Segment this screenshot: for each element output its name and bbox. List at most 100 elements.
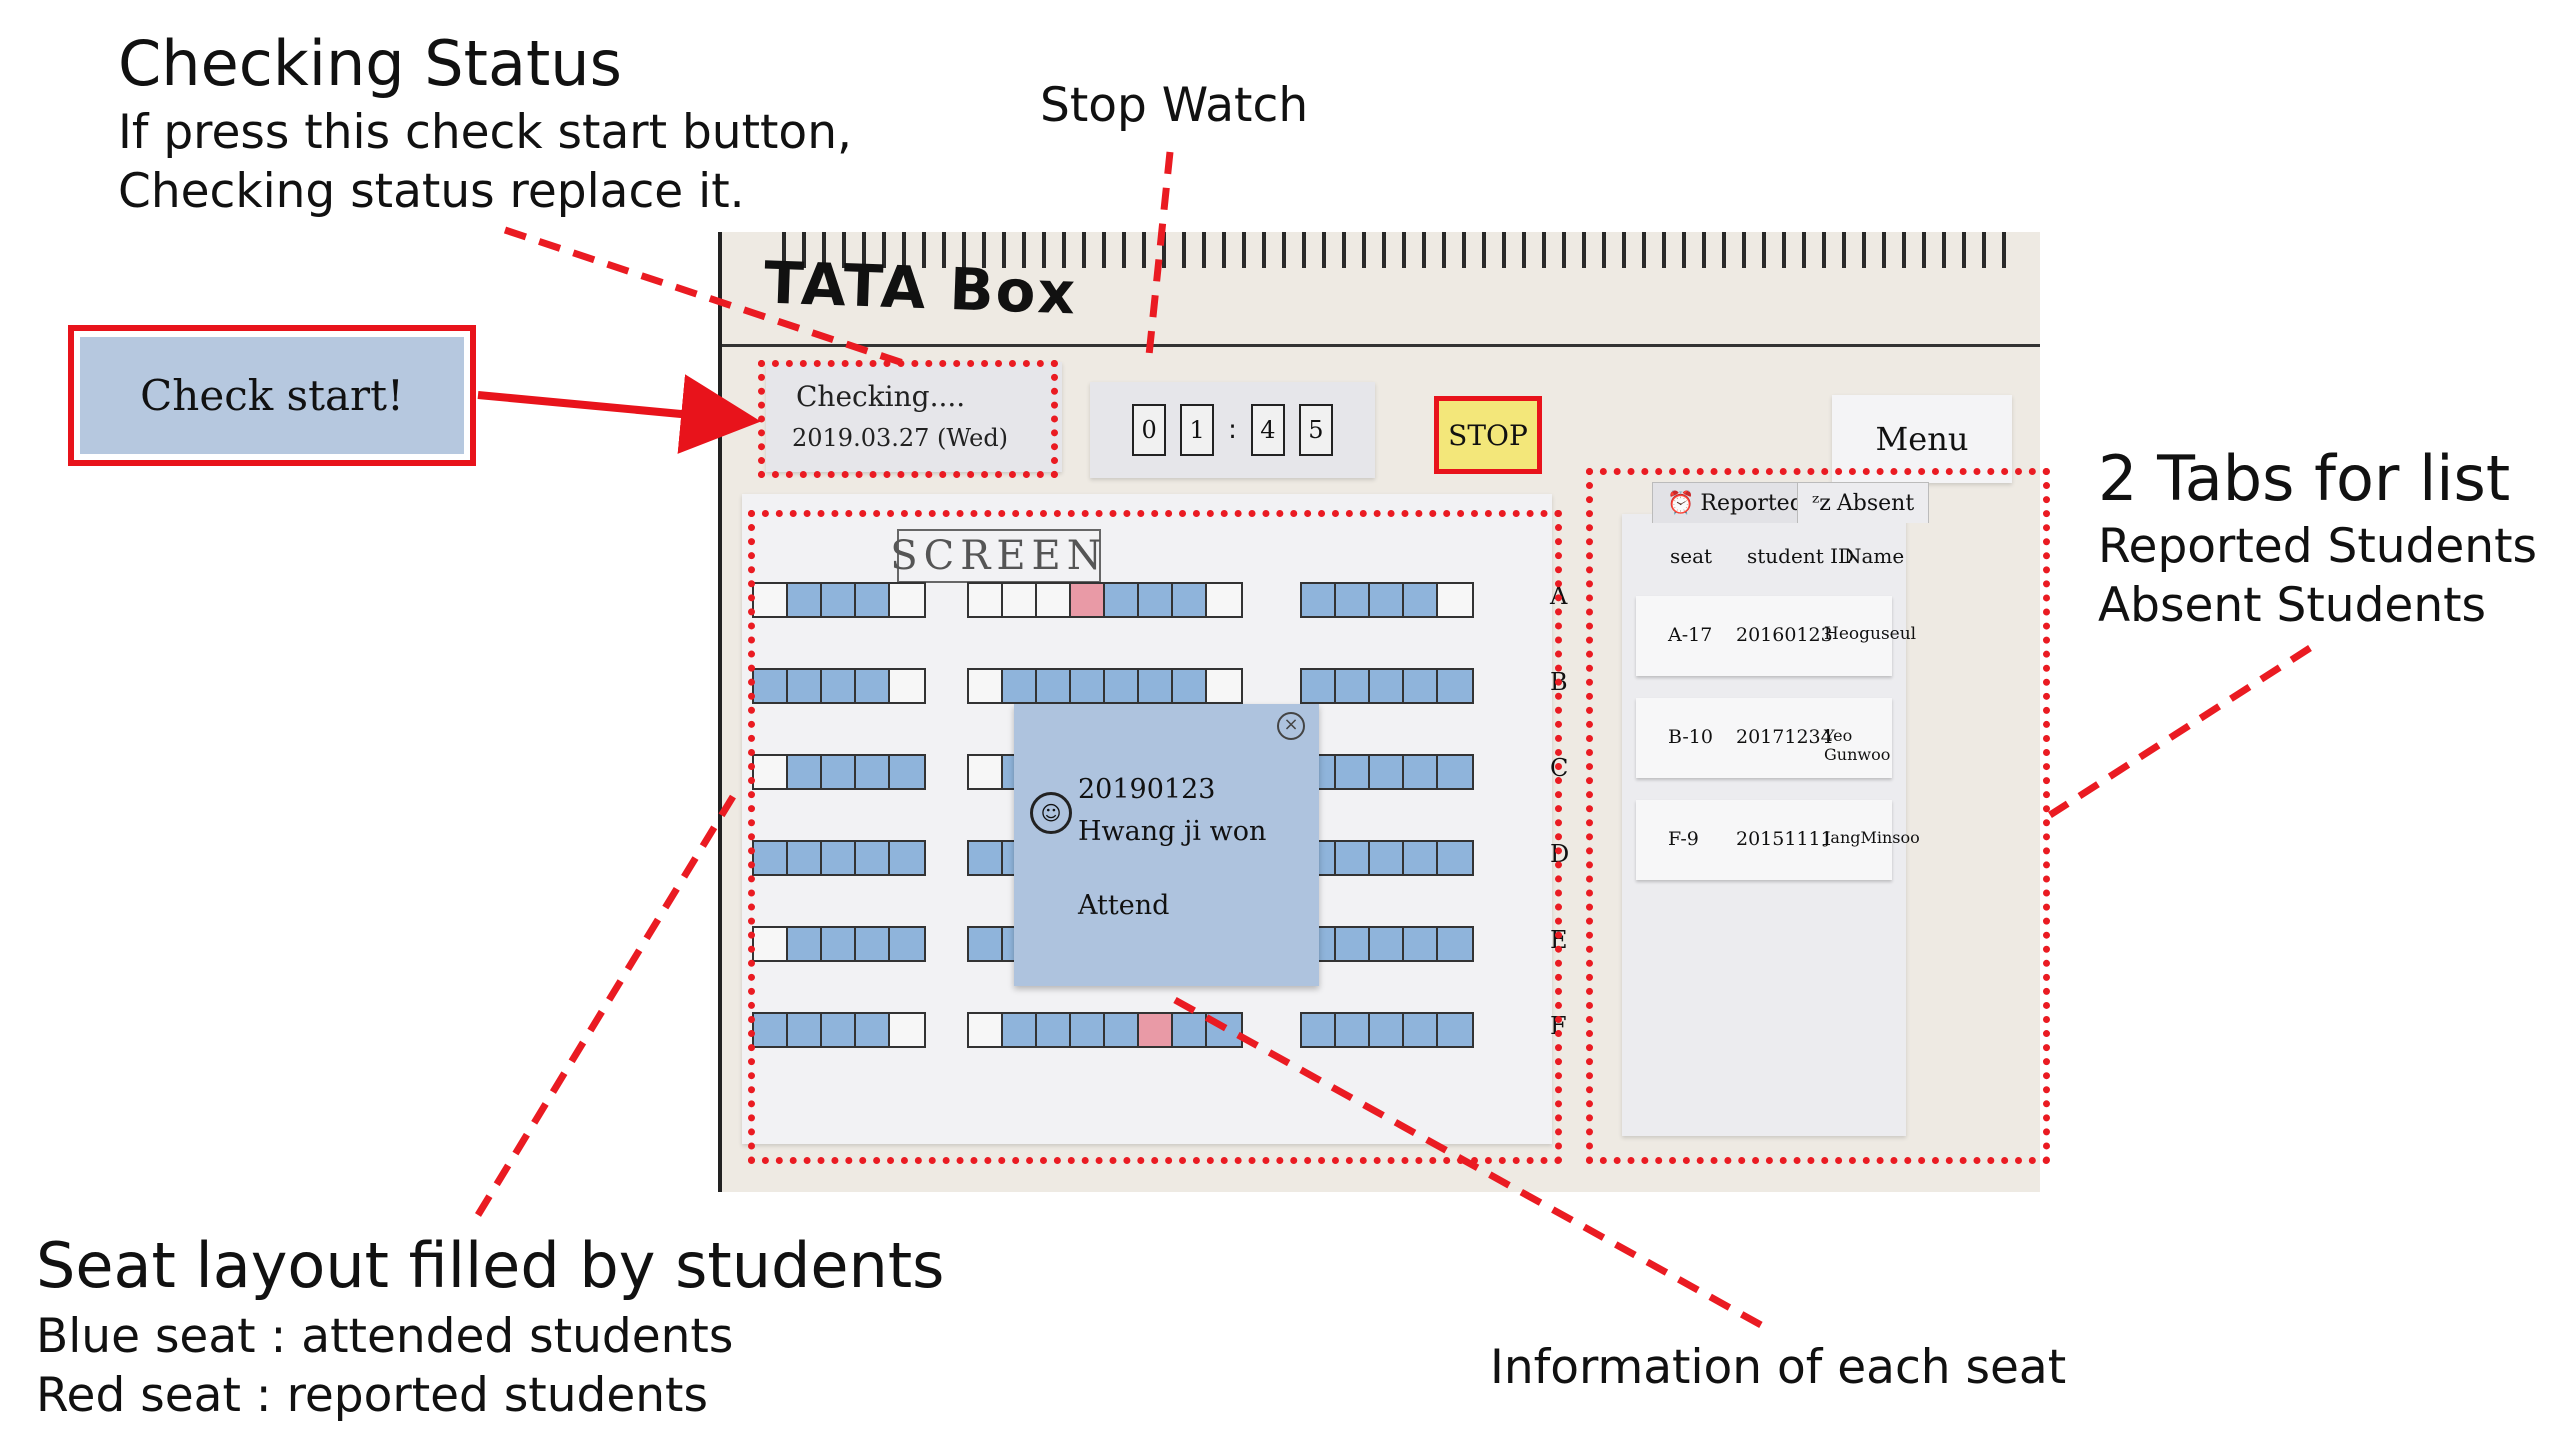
attended-seat[interactable] — [1404, 670, 1438, 702]
attended-seat[interactable] — [788, 928, 822, 960]
attended-seat[interactable] — [1404, 842, 1438, 874]
empty-seat[interactable] — [969, 670, 1003, 702]
attended-seat[interactable] — [890, 756, 924, 788]
empty-seat[interactable] — [969, 756, 1003, 788]
attended-seat[interactable] — [1173, 670, 1207, 702]
seat-layout-highlight-box — [748, 510, 1562, 1164]
empty-seat[interactable] — [1438, 584, 1472, 616]
attended-seat[interactable] — [788, 1014, 822, 1046]
attended-seat[interactable] — [1003, 670, 1037, 702]
attended-seat[interactable] — [1438, 756, 1472, 788]
attended-seat[interactable] — [788, 584, 822, 616]
attended-seat[interactable] — [890, 928, 924, 960]
attended-seat[interactable] — [1071, 670, 1105, 702]
check-start-button[interactable]: Check start! — [68, 325, 476, 466]
attended-seat[interactable] — [754, 670, 788, 702]
attended-seat[interactable] — [1404, 584, 1438, 616]
attended-seat[interactable] — [856, 928, 890, 960]
empty-seat[interactable] — [1003, 584, 1037, 616]
empty-seat[interactable] — [890, 584, 924, 616]
seat-block — [1300, 754, 1474, 790]
attended-seat[interactable] — [1404, 756, 1438, 788]
attended-seat[interactable] — [1370, 842, 1404, 874]
attended-seat[interactable] — [1302, 584, 1336, 616]
attended-seat[interactable] — [1438, 928, 1472, 960]
alarm-bell-icon: ⏰ — [1667, 490, 1695, 516]
attended-seat[interactable] — [822, 1014, 856, 1046]
close-circle-icon[interactable]: × — [1277, 712, 1305, 740]
attended-seat[interactable] — [1438, 842, 1472, 874]
attended-seat[interactable] — [822, 928, 856, 960]
attended-seat[interactable] — [822, 670, 856, 702]
attended-seat[interactable] — [1037, 1014, 1071, 1046]
stopwatch-separator: : — [1228, 415, 1237, 445]
attended-seat[interactable] — [1105, 670, 1139, 702]
attended-seat[interactable] — [1336, 756, 1370, 788]
empty-seat[interactable] — [890, 670, 924, 702]
column-header-student-id: student ID — [1747, 544, 1855, 568]
tab-reported[interactable]: ⏰ Reported — [1652, 482, 1819, 523]
attended-seat[interactable] — [890, 842, 924, 874]
attended-seat[interactable] — [822, 756, 856, 788]
attended-seat[interactable] — [1173, 584, 1207, 616]
reported-seat[interactable] — [1071, 584, 1105, 616]
tab-absent[interactable]: ᶻz Absent — [1797, 482, 1930, 523]
attended-seat[interactable] — [822, 584, 856, 616]
attended-seat[interactable] — [788, 670, 822, 702]
attended-seat[interactable] — [1370, 756, 1404, 788]
attended-seat[interactable] — [788, 842, 822, 874]
list-item-name: Heoguseul — [1824, 624, 1917, 644]
seat-block — [752, 668, 926, 704]
empty-seat[interactable] — [754, 756, 788, 788]
attended-seat[interactable] — [788, 756, 822, 788]
empty-seat[interactable] — [969, 1014, 1003, 1046]
list-item-id: 20171234 — [1736, 726, 1833, 748]
popup-attendance-status: Attend — [1078, 890, 1170, 921]
list-item-seat: B-10 — [1668, 726, 1713, 748]
tab-absent-label: Absent — [1836, 490, 1915, 516]
empty-seat[interactable] — [1207, 584, 1241, 616]
attended-seat[interactable] — [1003, 1014, 1037, 1046]
empty-seat[interactable] — [754, 928, 788, 960]
empty-seat[interactable] — [969, 584, 1003, 616]
empty-seat[interactable] — [1037, 584, 1071, 616]
attended-seat[interactable] — [1105, 584, 1139, 616]
attended-seat[interactable] — [1370, 584, 1404, 616]
attended-seat[interactable] — [1370, 670, 1404, 702]
stop-button[interactable]: STOP — [1434, 396, 1542, 474]
list-item[interactable]: A-17 20160123 Heoguseul — [1636, 596, 1916, 676]
stopwatch-digit: 1 — [1180, 404, 1215, 456]
attended-seat[interactable] — [1336, 670, 1370, 702]
attended-seat[interactable] — [1336, 584, 1370, 616]
attended-seat[interactable] — [1071, 1014, 1105, 1046]
attended-seat[interactable] — [822, 842, 856, 874]
attended-seat[interactable] — [856, 1014, 890, 1046]
attended-seat[interactable] — [969, 928, 1003, 960]
list-item[interactable]: F-9 20151111 JangMinsoo — [1636, 800, 1920, 880]
attended-seat[interactable] — [754, 842, 788, 874]
attended-seat[interactable] — [1404, 928, 1438, 960]
list-item-seat: A-17 — [1668, 624, 1713, 646]
attended-seat[interactable] — [1336, 928, 1370, 960]
attended-seat[interactable] — [856, 670, 890, 702]
list-item[interactable]: B-10 20171234 Yeo Gunwoo — [1636, 698, 1892, 778]
attended-seat[interactable] — [1302, 670, 1336, 702]
reported-seat[interactable] — [1139, 1014, 1173, 1046]
attended-seat[interactable] — [1037, 670, 1071, 702]
attended-seat[interactable] — [1370, 928, 1404, 960]
attended-seat[interactable] — [969, 842, 1003, 874]
attended-seat[interactable] — [1139, 670, 1173, 702]
column-header-name: Name — [1844, 544, 1905, 568]
empty-seat[interactable] — [754, 584, 788, 616]
attended-seat[interactable] — [1139, 584, 1173, 616]
attended-seat[interactable] — [754, 1014, 788, 1046]
attended-seat[interactable] — [1336, 842, 1370, 874]
attended-seat[interactable] — [856, 584, 890, 616]
empty-seat[interactable] — [890, 1014, 924, 1046]
attended-seat[interactable] — [1105, 1014, 1139, 1046]
attended-seat[interactable] — [856, 842, 890, 874]
attended-seat[interactable] — [1438, 670, 1472, 702]
attended-seat[interactable] — [856, 756, 890, 788]
empty-seat[interactable] — [1207, 670, 1241, 702]
column-header-seat: seat — [1670, 544, 1713, 568]
